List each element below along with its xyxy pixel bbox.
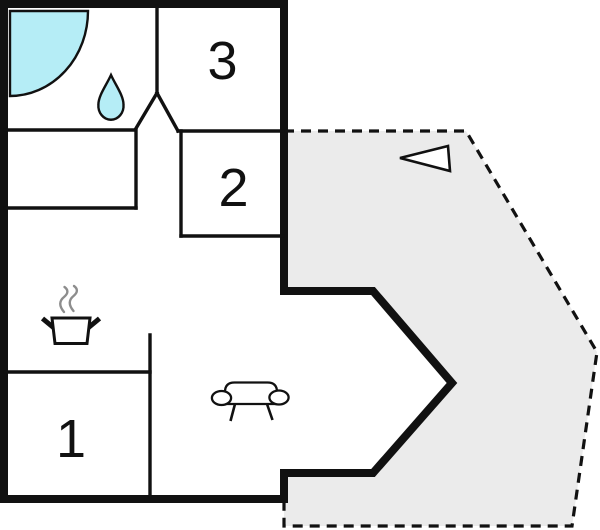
shower-icon	[8, 9, 90, 98]
interior-walls	[3, 4, 285, 499]
sofa-icon	[210, 381, 290, 422]
wall-door-notch-right	[154, 90, 181, 134]
steam-icon	[59, 284, 79, 314]
room-2-label: 2	[218, 158, 248, 218]
room-1-label: 1	[56, 409, 86, 469]
building-outline	[0, 0, 458, 503]
room-3-label: 3	[207, 31, 237, 91]
water-drop-icon	[97, 72, 125, 121]
cooking-pot-icon	[40, 284, 102, 345]
wall-door-notch-left	[132, 90, 160, 133]
direction-arrow-icon	[399, 144, 452, 173]
